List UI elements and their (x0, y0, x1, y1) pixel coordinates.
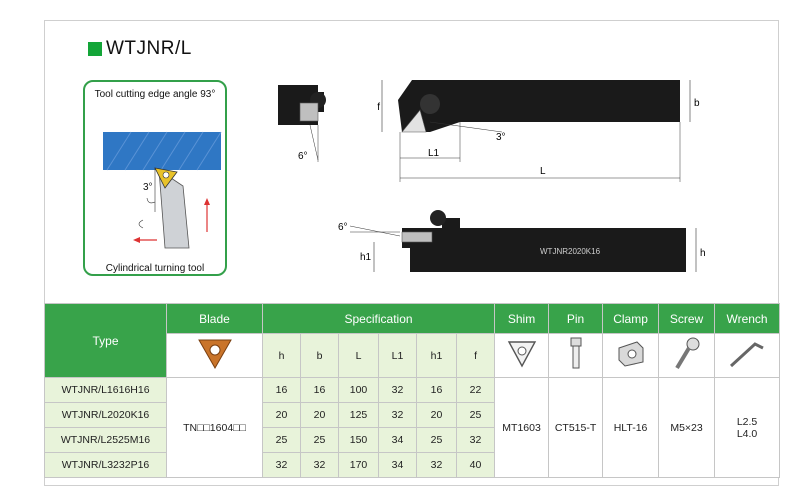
angle-6-side-label: 6° (338, 222, 348, 233)
inset-angle-label: 3° (143, 182, 153, 193)
inset-top-caption: Tool cutting edge angle 93° (94, 89, 216, 100)
angle-3-top-label: 3° (496, 132, 506, 143)
table-cell: 32 (455, 427, 496, 453)
dim-h1-label: h1 (360, 252, 372, 263)
table-cell: 170 (338, 452, 379, 478)
col-wrench-header: Wrench (714, 303, 781, 334)
wrench-icon-cell (714, 333, 781, 378)
table-cell: 25 (455, 402, 496, 428)
screw-icon-cell (658, 333, 716, 378)
table-cell: 16 (416, 377, 457, 403)
wrench-value-cell: L2.5 L4.0 (714, 377, 781, 478)
cutting-angle-inset: Tool cutting edge angle 93° 3° Cylindric… (83, 80, 227, 276)
wrench-value-2: L4.0 (736, 427, 758, 440)
triangle-insert-icon (197, 339, 232, 370)
pin-value-cell: CT515-T (548, 377, 604, 478)
table-cell: 150 (338, 427, 379, 453)
inset-bottom-caption: Cylindrical turning tool (105, 263, 205, 274)
pin-icon-cell (548, 333, 604, 378)
spec-col-h1-header: h1 (416, 333, 457, 378)
table-cell: 32 (300, 452, 339, 478)
col-blade-header: Blade (166, 303, 263, 334)
dim-L-label: L (540, 166, 546, 177)
table-row-type: WTJNR/L2525M16 (44, 427, 167, 453)
page-title: WTJNR/L (88, 38, 192, 60)
col-type-header: Type (44, 303, 167, 378)
title-text: WTJNR/L (106, 38, 192, 59)
title-marker-square (88, 42, 102, 56)
table-cell: 25 (262, 427, 301, 453)
shim-icon (507, 341, 536, 368)
holder-side-shape (402, 218, 686, 272)
table-cell: 16 (300, 377, 339, 403)
table-row-type: WTJNR/L1616H16 (44, 377, 167, 403)
specification-table: Type Blade Specification Shim Pin Clamp … (44, 303, 781, 478)
cylindrical-turning-diagram (103, 131, 222, 249)
spec-col-b-header: b (300, 333, 339, 378)
table-cell: 32 (262, 452, 301, 478)
table-cell: 25 (416, 427, 457, 453)
spec-col-f-header: f (455, 333, 496, 378)
blade-icon-cell (166, 333, 263, 378)
workpiece-hatch (106, 131, 222, 171)
tool-body-shape (158, 169, 190, 249)
shim-value-cell: MT1603 (494, 377, 550, 478)
spec-col-L-header: L (338, 333, 379, 378)
table-cell: 34 (378, 452, 417, 478)
col-specification-header: Specification (261, 303, 496, 334)
pin-icon (570, 337, 582, 369)
wrench-value-1: L2.5 (736, 415, 758, 428)
table-cell: 20 (300, 402, 339, 428)
table-cell: 20 (262, 402, 301, 428)
wrench-icon (730, 342, 764, 368)
table-cell: 16 (262, 377, 301, 403)
table-cell: 22 (455, 377, 496, 403)
table-cell: 32 (378, 377, 417, 403)
clamp-icon (618, 341, 644, 367)
clamp-icon-cell (602, 333, 660, 378)
table-cell: 125 (338, 402, 379, 428)
table-cell: 32 (416, 452, 457, 478)
dim-h-label: h (700, 248, 706, 259)
table-row-type: WTJNR/L3232P16 (44, 452, 167, 478)
workpiece-shape (103, 132, 221, 170)
angle-6-top-label: 6° (298, 151, 308, 162)
shim-icon-cell (494, 333, 550, 378)
screw-value-cell: M5×23 (658, 377, 716, 478)
blade-value-cell: TN□□1604□□ (166, 377, 263, 478)
side-view-drawing: WTJNR2020K16 h1 h 6° (338, 210, 706, 272)
dim-b-label: b (694, 98, 700, 109)
table-cell: 20 (416, 402, 457, 428)
spec-col-h-header: h (262, 333, 301, 378)
table-cell: 40 (455, 452, 496, 478)
spec-col-L1-header: L1 (378, 333, 417, 378)
table-cell: 32 (378, 402, 417, 428)
clamp-value-cell: HLT-16 (602, 377, 660, 478)
holder-top-shape (398, 80, 680, 132)
holder-marking: WTJNR2020K16 (540, 247, 601, 256)
table-row-type: WTJNR/L2020K16 (44, 402, 167, 428)
col-pin-header: Pin (548, 303, 604, 334)
col-screw-header: Screw (658, 303, 716, 334)
table-cell: 34 (378, 427, 417, 453)
dim-f-label: f (377, 102, 380, 113)
col-shim-header: Shim (494, 303, 550, 334)
top-view-drawing: f b L1 L 6° 3° (278, 80, 700, 182)
table-cell: 100 (338, 377, 379, 403)
col-clamp-header: Clamp (602, 303, 660, 334)
table-cell: 25 (300, 427, 339, 453)
dim-L1-label: L1 (428, 148, 440, 159)
screw-icon (674, 337, 700, 370)
